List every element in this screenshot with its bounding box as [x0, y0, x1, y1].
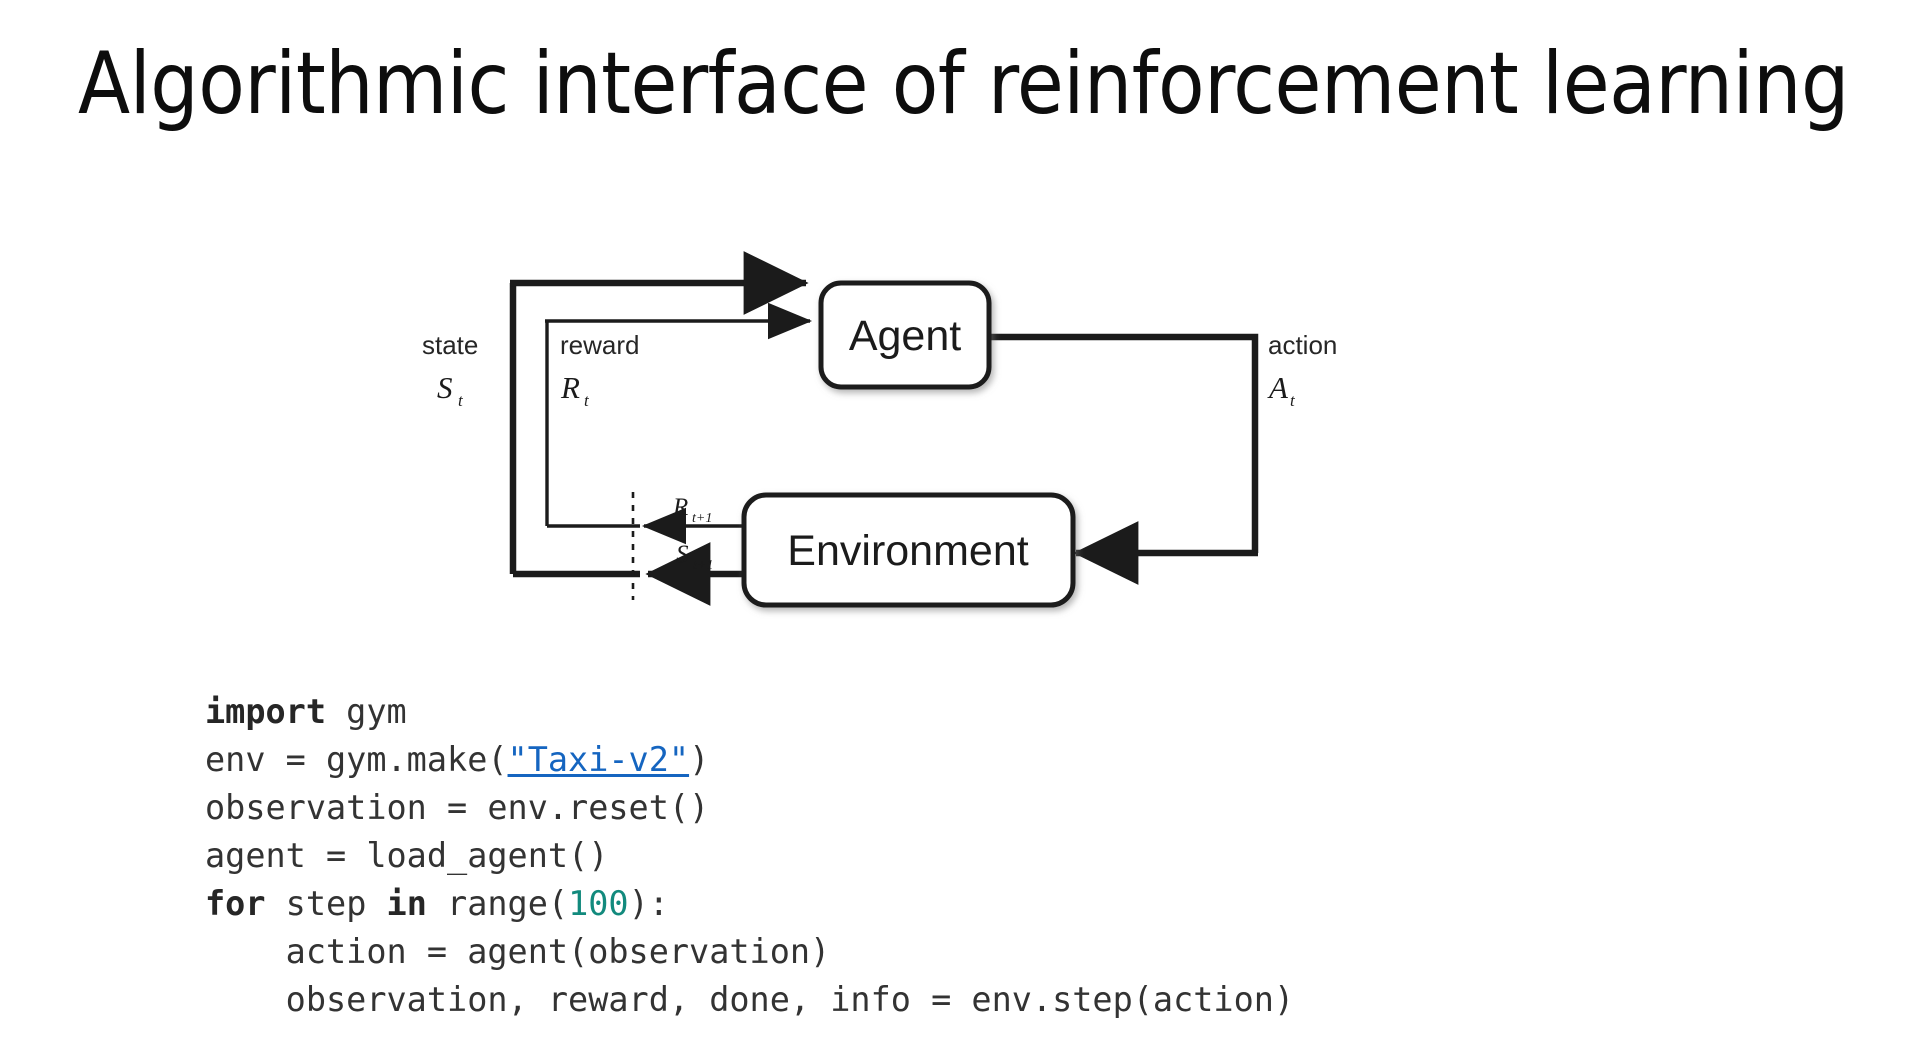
code-token: gym [326, 692, 407, 731]
label-state-symbol: S [437, 370, 453, 405]
edge-reward [545, 302, 813, 528]
edge-action [988, 333, 1259, 585]
label-state-next: S t+1 [676, 541, 713, 573]
code-token: ): [628, 884, 669, 923]
label-reward-next: R t+1 [672, 494, 712, 526]
code-token: observation, reward, done, info = env.st… [205, 980, 1295, 1019]
code-line: action = agent(observation) [205, 928, 1294, 976]
label-reward: reward R t [560, 330, 639, 410]
agent-node: Agent [818, 280, 992, 390]
code-number-token: 100 [568, 884, 629, 923]
label-state-next-symbol: S [676, 541, 689, 568]
label-state-word: state [422, 330, 478, 360]
code-keyword-token: for [205, 884, 266, 923]
code-keyword-token: import [205, 692, 327, 731]
code-line: env = gym.make("Taxi-v2") [205, 736, 1294, 784]
page-title: Algorithmic interface of reinforcement l… [78, 34, 1849, 134]
code-token: env = gym.make( [205, 740, 508, 779]
label-reward-subscript: t [584, 391, 590, 410]
label-state-subscript: t [458, 391, 464, 410]
rl-diagram-svg: Agent Environment state S t reward R t [422, 251, 1337, 608]
label-state-next-subscript: t+1 [693, 558, 713, 573]
code-link-token[interactable]: "Taxi-v2" [507, 740, 690, 779]
code-token: ) [689, 740, 710, 779]
code-line: import gym [205, 688, 1294, 736]
label-reward-next-symbol: R [672, 494, 688, 521]
code-token: action = agent(observation) [205, 932, 831, 971]
environment-node: Environment [741, 492, 1076, 608]
code-keyword-token: in [386, 884, 427, 923]
label-state: state S t [422, 330, 478, 410]
label-reward-symbol: R [560, 370, 580, 405]
label-action-symbol: A [1267, 370, 1289, 405]
environment-box [741, 492, 1076, 608]
code-token: step [265, 884, 387, 923]
code-line: for step in range(100): [205, 880, 1294, 928]
edge-action-path [988, 333, 1259, 553]
rl-interaction-diagram: Agent Environment state S t reward R t [0, 195, 1920, 635]
label-action-subscript: t [1290, 391, 1296, 410]
agent-label: Agent [849, 312, 961, 360]
code-token: agent = load_agent() [205, 836, 609, 875]
label-reward-next-subscript: t+1 [692, 511, 712, 526]
agent-box [818, 280, 992, 390]
environment-label: Environment [787, 527, 1028, 575]
edge-state [509, 251, 809, 578]
code-token: observation = env.reset() [205, 788, 710, 827]
code-token: range( [426, 884, 569, 923]
code-line: observation = env.reset() [205, 784, 1294, 832]
label-reward-word: reward [560, 330, 639, 360]
code-line: observation, reward, done, info = env.st… [205, 976, 1294, 1024]
label-action: action A t [1267, 330, 1337, 410]
label-action-word: action [1268, 330, 1337, 360]
code-line: agent = load_agent() [205, 832, 1294, 880]
